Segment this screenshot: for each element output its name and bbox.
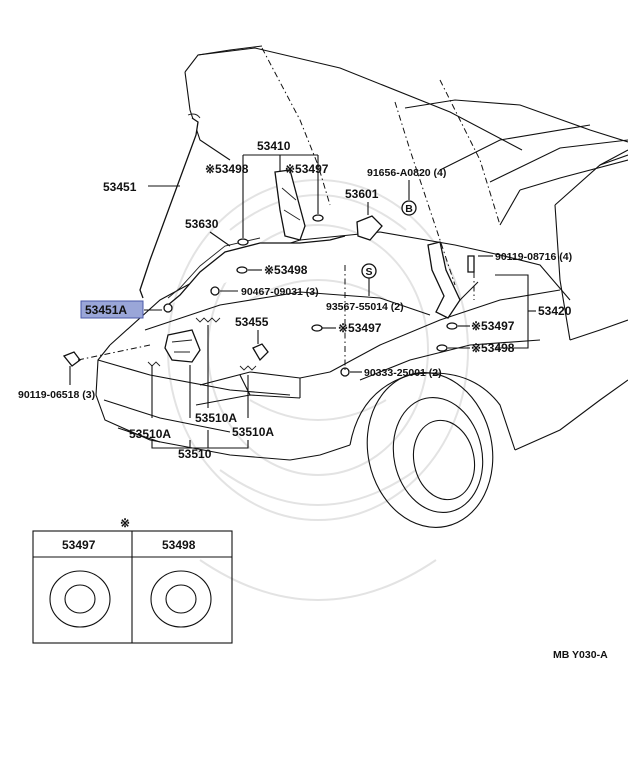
hood-lock-striker bbox=[356, 215, 383, 241]
label-53510a-c: 53510A bbox=[232, 425, 274, 439]
hood-support-rod bbox=[139, 113, 201, 299]
label-53498-mid: ※53498 bbox=[264, 263, 308, 277]
label-90467: 90467-09031 (3) bbox=[241, 286, 319, 298]
label-53498-right: ※53498 bbox=[471, 341, 515, 355]
leader-lines bbox=[69, 154, 536, 449]
svg-text:B: B bbox=[405, 203, 413, 215]
label-53510a-a: 53510A bbox=[129, 427, 171, 441]
label-53451: 53451 bbox=[103, 180, 137, 194]
inset-header-53497: 53497 bbox=[62, 538, 96, 552]
label-53498-top: ※53498 bbox=[205, 162, 249, 176]
label-53497-right: ※53497 bbox=[471, 319, 515, 333]
label-53497-mid: ※53497 bbox=[338, 321, 382, 335]
label-53455: 53455 bbox=[235, 315, 269, 329]
part-labels: 53410 ※53498 ※53497 53451 91656-A0820 (4… bbox=[18, 139, 572, 461]
figure-code: MB Y030-A bbox=[553, 649, 608, 661]
label-53497-top: ※53497 bbox=[285, 162, 329, 176]
washer-53498-icon bbox=[150, 570, 212, 628]
label-90119-08716: 90119-08716 (4) bbox=[495, 251, 572, 263]
svg-text:S: S bbox=[365, 266, 372, 278]
label-53601: 53601 bbox=[345, 187, 379, 201]
small-fasteners bbox=[62, 214, 475, 377]
hood-lock bbox=[164, 329, 201, 363]
inset-mark: ※ bbox=[120, 516, 130, 530]
label-90333: 90333-25001 (2) bbox=[364, 367, 442, 379]
circle-marker-s: S bbox=[361, 263, 377, 279]
label-90119-06518: 90119-06518 (3) bbox=[18, 389, 95, 401]
hood-hinge-right bbox=[427, 241, 461, 319]
car-body bbox=[95, 45, 628, 528]
circle-marker-b: B bbox=[401, 200, 417, 216]
label-93567: 93567-55014 (2) bbox=[326, 301, 404, 313]
inset-header-53498: 53498 bbox=[162, 538, 196, 552]
washer-inset-table: ※ 53497 53498 bbox=[32, 516, 233, 644]
label-91656: 91656-A0820 (4) bbox=[367, 167, 446, 179]
highlight-53451a bbox=[80, 300, 144, 319]
hood-hinge-left bbox=[274, 169, 306, 241]
washer-53497-icon bbox=[49, 570, 111, 628]
label-53510a-b: 53510A bbox=[195, 411, 237, 425]
label-53451a: 53451A bbox=[85, 303, 127, 317]
hood-bumper-cushion bbox=[252, 343, 269, 362]
hood-release-cable bbox=[163, 235, 346, 313]
label-53630: 53630 bbox=[185, 217, 219, 231]
hood-lock-spring bbox=[147, 317, 257, 371]
label-53410: 53410 bbox=[257, 139, 291, 153]
label-53420: 53420 bbox=[538, 304, 572, 318]
label-53510: 53510 bbox=[178, 447, 212, 461]
